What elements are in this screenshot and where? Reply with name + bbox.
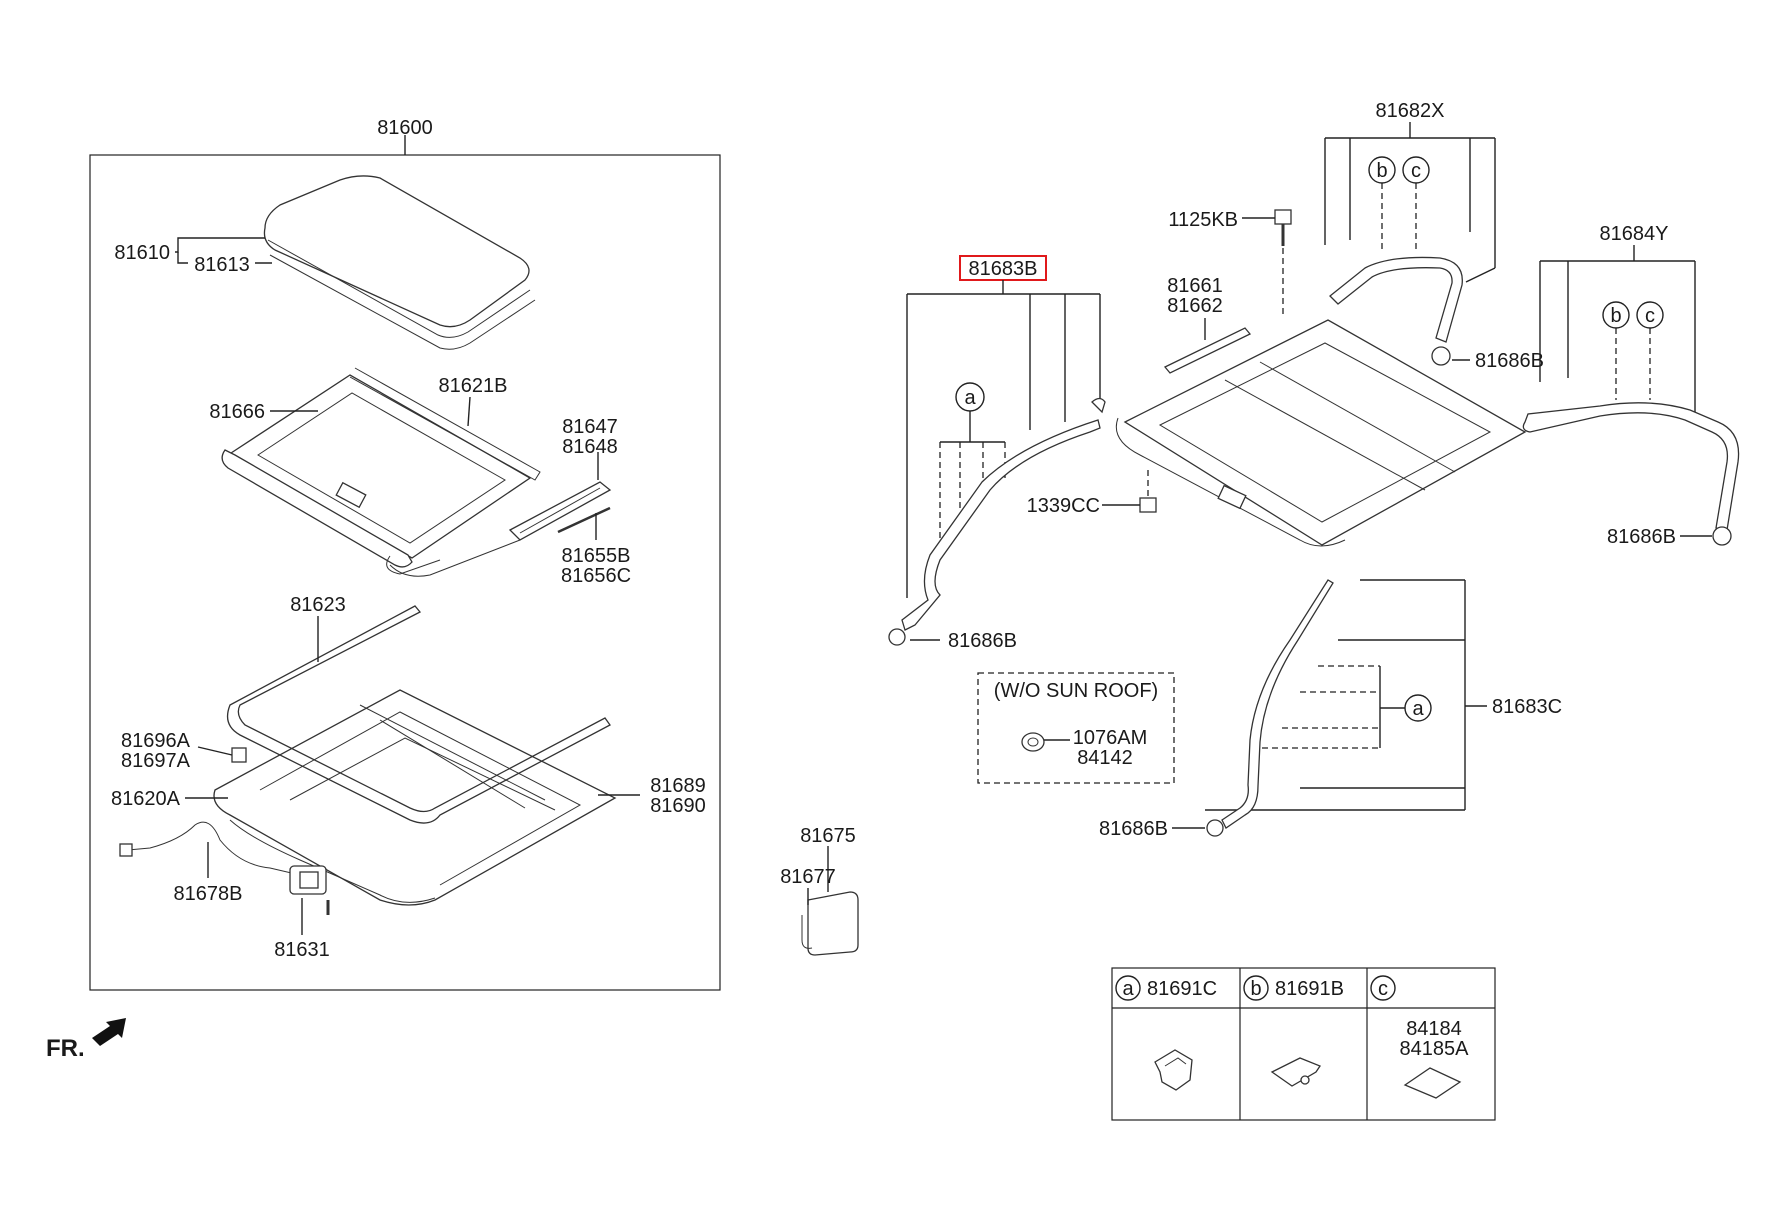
plug-1076AM bbox=[1021, 732, 1045, 752]
label-81686B-right[interactable]: 81686B bbox=[1607, 526, 1676, 548]
cable-81655B bbox=[557, 506, 611, 534]
label-81655B[interactable]: 81655B bbox=[562, 545, 631, 567]
legend-part-81691B[interactable]: 81691B bbox=[1275, 978, 1344, 1000]
label-81677[interactable]: 81677 bbox=[780, 866, 836, 888]
label-81623[interactable]: 81623 bbox=[290, 594, 346, 616]
pouch-81677 bbox=[801, 891, 859, 956]
legend-part-84185A[interactable]: 84185A bbox=[1400, 1038, 1470, 1060]
label-81661[interactable]: 81661 bbox=[1167, 275, 1223, 297]
label-81686B-left[interactable]: 81686B bbox=[948, 630, 1017, 652]
legend-circle-a bbox=[1115, 975, 1141, 1001]
label-81621B[interactable]: 81621B bbox=[439, 375, 508, 397]
label-81662[interactable]: 81662 bbox=[1167, 295, 1223, 317]
leader-81683C bbox=[1205, 579, 1487, 811]
legend-letter-b: b bbox=[1250, 978, 1261, 1000]
hose-81682X bbox=[1329, 256, 1463, 366]
legend-letter-c: c bbox=[1378, 978, 1388, 1000]
label-81613[interactable]: 81613 bbox=[194, 254, 250, 276]
label-81678B[interactable]: 81678B bbox=[174, 883, 243, 905]
label-81689[interactable]: 81689 bbox=[650, 775, 706, 797]
label-81697A[interactable]: 81697A bbox=[121, 750, 191, 772]
label-81683B[interactable]: 81683B bbox=[969, 258, 1038, 280]
wo-sunroof-box bbox=[977, 672, 1175, 784]
legend-circle-c bbox=[1370, 975, 1396, 1001]
grommet-1339CC bbox=[1139, 470, 1157, 513]
legend-part-84184[interactable]: 84184 bbox=[1406, 1018, 1462, 1040]
label-81647[interactable]: 81647 bbox=[562, 416, 618, 438]
glass-panel-81610 bbox=[263, 175, 536, 350]
label-81610[interactable]: 81610 bbox=[114, 242, 170, 264]
label-81690[interactable]: 81690 bbox=[650, 795, 706, 817]
legend-circle-b bbox=[1243, 975, 1269, 1001]
legend-table: a 81691C b 81691B c 84184 84185A bbox=[1111, 967, 1496, 1121]
legend-letter-a: a bbox=[1122, 978, 1134, 1000]
roof-frame-center bbox=[1115, 319, 1527, 547]
front-indicator-label: FR. bbox=[46, 1035, 85, 1062]
leader-81610 bbox=[175, 237, 265, 253]
label-81686B-bottom[interactable]: 81686B bbox=[1099, 818, 1168, 840]
legend-part-81691C[interactable]: 81691C bbox=[1147, 978, 1217, 1000]
label-81631[interactable]: 81631 bbox=[274, 939, 330, 961]
label-81696A[interactable]: 81696A bbox=[121, 730, 191, 752]
label-81684Y[interactable]: 81684Y bbox=[1600, 223, 1669, 245]
leader-a-right bbox=[1262, 665, 1405, 749]
front-arrow-icon bbox=[92, 1018, 126, 1046]
seal-81623 bbox=[226, 605, 611, 824]
leader-81613-bracket bbox=[177, 252, 188, 264]
bolt-1125KB bbox=[1274, 209, 1292, 246]
label-81666[interactable]: 81666 bbox=[209, 401, 265, 423]
label-1339CC[interactable]: 1339CC bbox=[1027, 495, 1100, 517]
label-81683C[interactable]: 81683C bbox=[1492, 696, 1562, 718]
leader-81683B bbox=[906, 280, 1101, 598]
label-81682X[interactable]: 81682X bbox=[1376, 100, 1445, 122]
tape-84184-icon bbox=[1403, 1067, 1462, 1099]
label-81648[interactable]: 81648 bbox=[562, 436, 618, 458]
label-81656C[interactable]: 81656C bbox=[561, 565, 631, 587]
motor-81631 bbox=[289, 865, 330, 915]
clip-81691C-icon bbox=[1154, 1049, 1193, 1091]
callout-b-right: b bbox=[1610, 305, 1621, 327]
guide-rail-81647 bbox=[508, 481, 612, 541]
clip-81691B-icon bbox=[1270, 1057, 1321, 1087]
label-1076AM[interactable]: 1076AM bbox=[1073, 727, 1148, 749]
label-81686B-top[interactable]: 81686B bbox=[1475, 350, 1544, 372]
hose-81683B bbox=[888, 397, 1106, 646]
leader-81621B bbox=[467, 396, 471, 427]
label-81600[interactable]: 81600 bbox=[377, 117, 433, 139]
callout-a-left: a bbox=[964, 387, 976, 409]
hose-81684Y bbox=[1522, 402, 1740, 546]
callout-c-top: c bbox=[1411, 160, 1421, 182]
label-81620A[interactable]: 81620A bbox=[111, 788, 181, 810]
hose-81683C bbox=[1206, 579, 1334, 837]
wiring-harness-81678B bbox=[119, 821, 301, 876]
leader-81682X bbox=[1324, 122, 1496, 283]
callout-b-top: b bbox=[1376, 160, 1387, 182]
leader-81696A bbox=[197, 746, 233, 756]
sunroof-frame-81620A bbox=[213, 689, 617, 906]
label-81675[interactable]: 81675 bbox=[800, 825, 856, 847]
label-84142[interactable]: 84142 bbox=[1077, 747, 1133, 769]
label-1125KB[interactable]: 1125KB bbox=[1168, 209, 1238, 231]
callout-c-right: c bbox=[1645, 305, 1655, 327]
wo-sunroof-label: (W/O SUN ROOF) bbox=[994, 680, 1158, 702]
callout-a-right: a bbox=[1412, 698, 1424, 720]
leader-81684Y bbox=[1539, 245, 1696, 413]
sunshade-81666 bbox=[221, 367, 541, 577]
